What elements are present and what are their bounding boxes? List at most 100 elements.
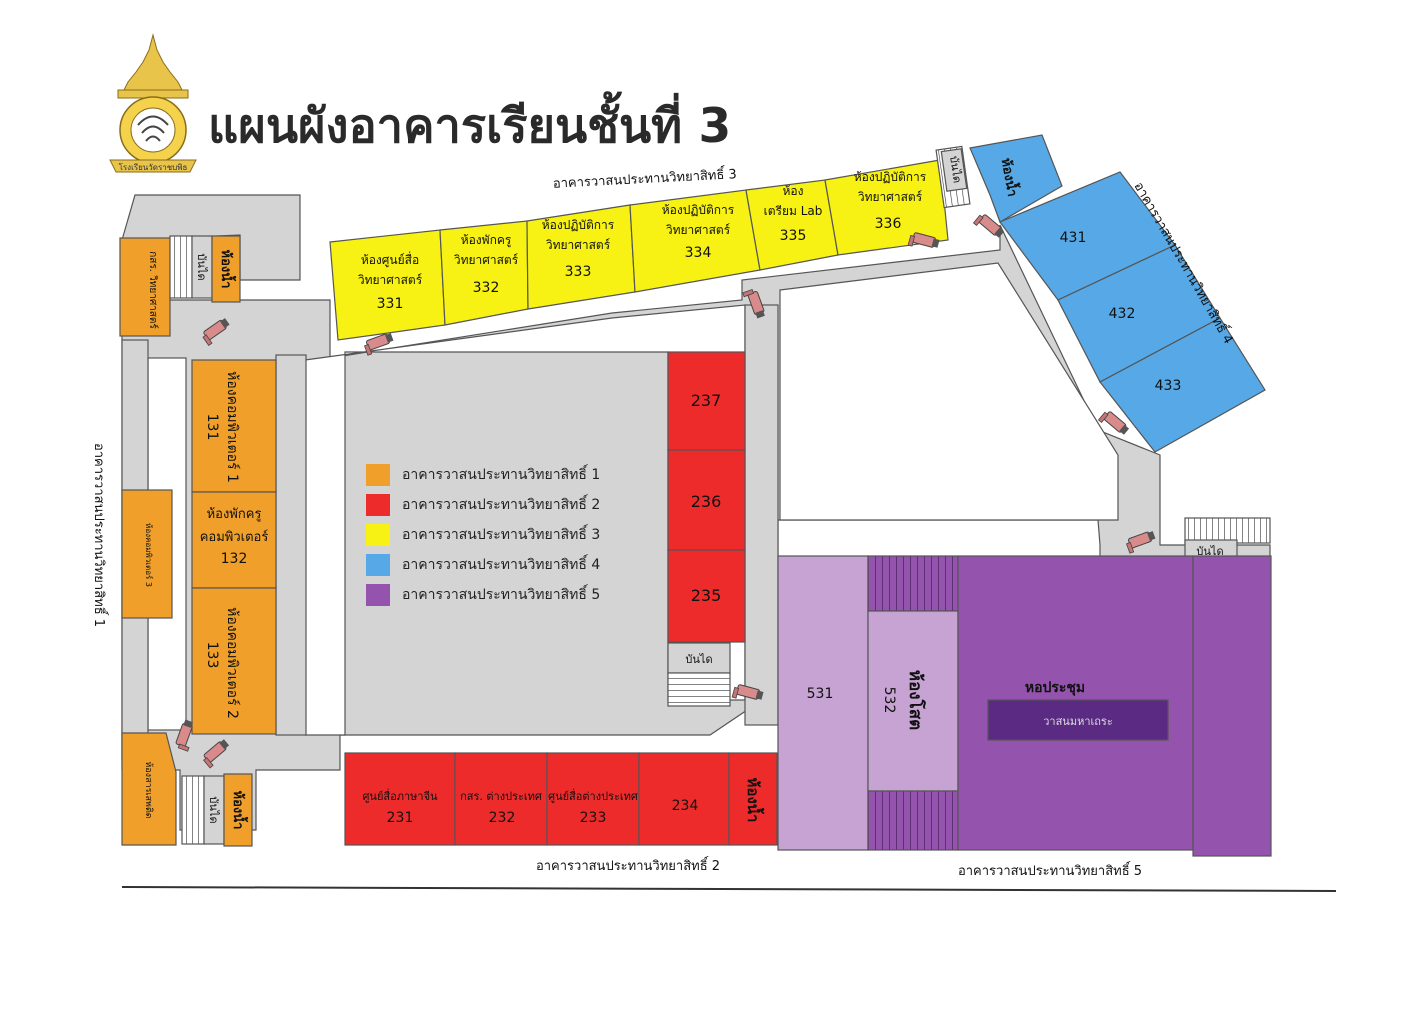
stairs-532-bottom	[867, 790, 959, 851]
room-532-name: ห้องโสต	[905, 670, 926, 730]
room-237-number: 237	[691, 391, 722, 410]
room-237	[667, 351, 746, 451]
room-532-number: 532	[881, 687, 897, 714]
room-331-number: 331	[377, 296, 404, 312]
room-332-number: 332	[473, 280, 500, 296]
room-234	[638, 752, 730, 846]
restroom-b1-top	[211, 235, 241, 303]
room-133	[191, 587, 277, 735]
stairs-b1-top	[169, 235, 193, 299]
room-334-line1: ห้องปฏิบัติการ	[662, 203, 735, 217]
room-labels: ห้องศูนย์สื่อ วิทยาศาสตร์ ห้องพักครู วิท…	[91, 155, 1238, 879]
room-236	[667, 449, 746, 551]
legend-swatch	[366, 524, 390, 546]
room-332-line1: ห้องพักครู	[461, 233, 512, 248]
room-531	[777, 555, 869, 851]
legend-item: อาคารวาสนประทานวิทยาสิทธิ์ 3	[366, 520, 600, 550]
room-433	[1099, 317, 1266, 453]
room-236-number: 236	[691, 492, 722, 511]
building-2	[344, 351, 778, 846]
room-234-number: 234	[672, 798, 699, 814]
room-333-number: 333	[565, 264, 592, 280]
restroom-b1-bottom-label: ห้องน้ำ	[230, 791, 249, 830]
stairs-b1-bottom	[181, 775, 205, 845]
restroom-b2	[728, 752, 778, 846]
room-232-line1: กสร. ต่างประเทศ	[460, 790, 542, 803]
room-233	[546, 752, 640, 846]
bottom-rule	[121, 886, 1337, 892]
restroom-b2-label: ห้องน้ำ	[744, 778, 765, 823]
room-336-line1: ห้องปฏิบัติการ	[854, 170, 927, 184]
room-233-number: 233	[580, 810, 607, 826]
legend: อาคารวาสนประทานวิทยาสิทธิ์ 1 อาคารวาสนปร…	[366, 460, 600, 610]
stairs-b2	[667, 672, 731, 707]
legend-label: อาคารวาสนประทานวิทยาสิทธิ์ 3	[402, 527, 601, 543]
restroom-b1-bottom	[223, 773, 253, 847]
room-133-number: 133	[204, 642, 220, 669]
room-432-number: 432	[1109, 306, 1136, 322]
building-5-label: อาคารวาสนประทานวิทยาสิทธิ์ 5	[958, 861, 1142, 879]
legend-swatch	[366, 554, 390, 576]
room-335-line1: ห้อง	[783, 184, 804, 198]
room-132-line1: ห้องพักครู	[207, 507, 262, 522]
room-comp3	[121, 489, 173, 619]
room-comp3-name: ห้องคอมพิวเตอร์ 3	[144, 523, 154, 587]
room-gsr-science	[119, 237, 171, 337]
room-336-line2: วิทยาศาสตร์	[858, 190, 923, 204]
room-531-number: 531	[807, 686, 834, 702]
room-431-number: 431	[1060, 230, 1087, 246]
room-333-line2: วิทยาศาสตร์	[546, 238, 611, 252]
room-233-line1: ศูนย์สื่อต่างประเทศ	[548, 788, 638, 803]
room-334-line2: วิทยาศาสตร์	[666, 223, 731, 237]
room-132	[191, 491, 277, 589]
stairs-b1-top-label: บันได	[195, 253, 208, 280]
building-5	[777, 517, 1272, 857]
room-433-number: 433	[1155, 378, 1182, 394]
legend-swatch	[366, 494, 390, 516]
school-logo: โรงเรียนวัดราชบพิธ	[109, 33, 197, 173]
room-231-line1: ศูนย์สื่อภาษาจีน	[362, 788, 438, 803]
building-2-label: อาคารวาสนประทานวิทยาสิทธิ์ 2	[536, 856, 720, 874]
legend-item: อาคารวาสนประทานวิทยาสิทธิ์ 5	[366, 580, 600, 610]
legend-item: อาคารวาสนประทานวิทยาสิทธิ์ 1	[366, 460, 600, 490]
room-132-line2: คอมพิวเตอร์	[200, 529, 269, 545]
room-336	[824, 159, 949, 256]
room-335-number: 335	[780, 228, 807, 244]
building-1	[119, 194, 301, 847]
room-231-number: 231	[387, 810, 414, 826]
room-131-name: ห้องคอมพิวเตอร์ 1	[224, 371, 241, 483]
room-335-line2: เตรียม Lab	[764, 204, 823, 218]
room-332-line2: วิทยาศาสตร์	[454, 253, 519, 267]
building-1-label: อาคารวาสนประทานวิทยาสิทธิ์ 1	[91, 443, 109, 627]
building-3-label: อาคารวาสนประทานวิทยาสิทธิ์ 3	[552, 164, 737, 192]
stairs-b3-label: บันได	[947, 155, 964, 184]
room-library	[121, 732, 177, 846]
room-331-line1: ห้องศูนย์สื่อ	[361, 251, 419, 268]
hall-name: หอประชุม	[1025, 680, 1085, 696]
room-232-number: 232	[489, 810, 516, 826]
room-333-line1: ห้องปฏิบัติการ	[542, 218, 615, 232]
room-334-number: 334	[685, 245, 712, 261]
legend-label: อาคารวาสนประทานวิทยาสิทธิ์ 1	[402, 467, 601, 483]
legend-item: อาคารวาสนประทานวิทยาสิทธิ์ 2	[366, 490, 600, 520]
room-gsr-science-name: กสร. วิทยาศาสตร์	[147, 251, 159, 329]
room-532	[867, 610, 959, 792]
building-4	[969, 134, 1266, 453]
legend-label: อาคารวาสนประทานวิทยาสิทธิ์ 5	[402, 587, 601, 603]
stairs-b5-label: บันได	[1196, 545, 1223, 558]
legend-label: อาคารวาสนประทานวิทยาสิทธิ์ 2	[402, 497, 601, 513]
room-336-number: 336	[875, 216, 902, 232]
restroom-b1-top-label: ห้องน้ำ	[218, 250, 237, 289]
legend-label: อาคารวาสนประทานวิทยาสิทธิ์ 4	[402, 557, 601, 573]
room-132-number: 132	[221, 551, 248, 567]
hall-stage-name: วาสนมหาเถระ	[1043, 715, 1113, 728]
page-title: แผนผังอาคารเรียนชั้นที่ 3	[208, 99, 732, 154]
room-331-line2: วิทยาศาสตร์	[358, 273, 423, 287]
stairs-label-b2	[667, 642, 731, 674]
stairs-532-top	[867, 555, 959, 612]
stairs-b5	[1184, 517, 1271, 544]
building-3	[329, 145, 971, 341]
legend-item: อาคารวาสนประทานวิทยาสิทธิ์ 4	[366, 550, 600, 580]
restroom-b4	[969, 134, 1063, 223]
